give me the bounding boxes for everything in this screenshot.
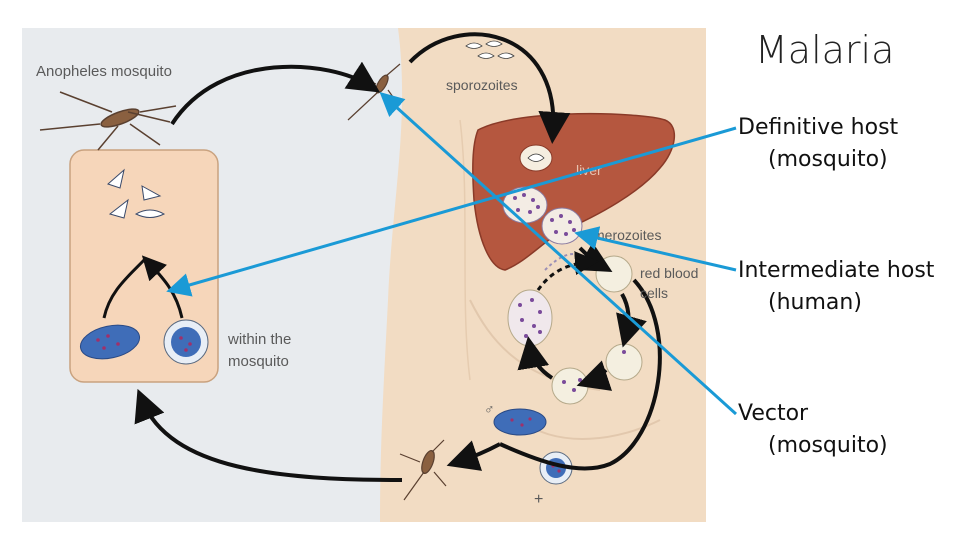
label-red-blood-cells-line2: cells bbox=[640, 285, 668, 301]
cycle-arrow-rbc-4 bbox=[536, 251, 599, 291]
bullet-definitive-host-line2: (mosquito) bbox=[768, 147, 888, 172]
biting-mosquito-icon bbox=[399, 439, 447, 501]
slide-title: Malaria bbox=[755, 28, 895, 72]
cycle-arrow-to-liver bbox=[408, 32, 571, 144]
cycle-arrow-vector-to-inset bbox=[134, 388, 403, 482]
cycle-arrow-rbc-gametocyte bbox=[499, 278, 662, 471]
label-anopheles-mosquito: Anopheles mosquito bbox=[36, 63, 172, 80]
bullet-vector-line2: (mosquito) bbox=[768, 433, 888, 458]
bullet-intermediate-host-line1: Intermediate host bbox=[738, 258, 935, 283]
inset-sporozoites bbox=[107, 168, 166, 219]
bullet-vector: Vector (mosquito) bbox=[738, 398, 888, 462]
pointer-line-definitive-host bbox=[166, 126, 737, 297]
cycle-arrow-rbc-2 bbox=[576, 360, 613, 391]
label-within-mosquito-line2: mosquito bbox=[228, 353, 289, 370]
liver-cell bbox=[519, 144, 553, 172]
gametocyte-cell bbox=[493, 408, 573, 485]
label-within-mosquito-line1: within the bbox=[227, 331, 291, 348]
pointer-line-vector bbox=[379, 91, 738, 416]
cycle-arrow-to-vector bbox=[446, 440, 501, 471]
inset-arrow-left bbox=[102, 256, 148, 319]
label-sporozoites: sporozoites bbox=[446, 77, 518, 93]
label-merozoites: merozoites bbox=[593, 227, 661, 243]
cycle-arrow-mosquito-to-human bbox=[170, 61, 381, 126]
bullet-definitive-host: Definitive host (mosquito) bbox=[738, 112, 898, 176]
pointer-line-intermediate-host bbox=[574, 226, 737, 272]
female-symbol: + bbox=[534, 491, 543, 508]
bullet-vector-line1: Vector bbox=[738, 401, 809, 426]
bullet-definitive-host-line1: Definitive host bbox=[738, 115, 899, 140]
sporozoite-cluster bbox=[465, 40, 515, 59]
label-red-blood-cells-line1: red blood bbox=[640, 265, 698, 281]
bullet-intermediate-host-line2: (human) bbox=[768, 290, 862, 315]
anopheles-mosquito-icon bbox=[39, 91, 177, 151]
male-symbol: ♂ bbox=[484, 401, 495, 417]
inset-gametes bbox=[79, 319, 209, 365]
bullet-intermediate-host: Intermediate host (human) bbox=[738, 255, 934, 319]
cycle-arrow-rbc-3 bbox=[517, 336, 554, 380]
schizont-cell bbox=[502, 186, 583, 245]
